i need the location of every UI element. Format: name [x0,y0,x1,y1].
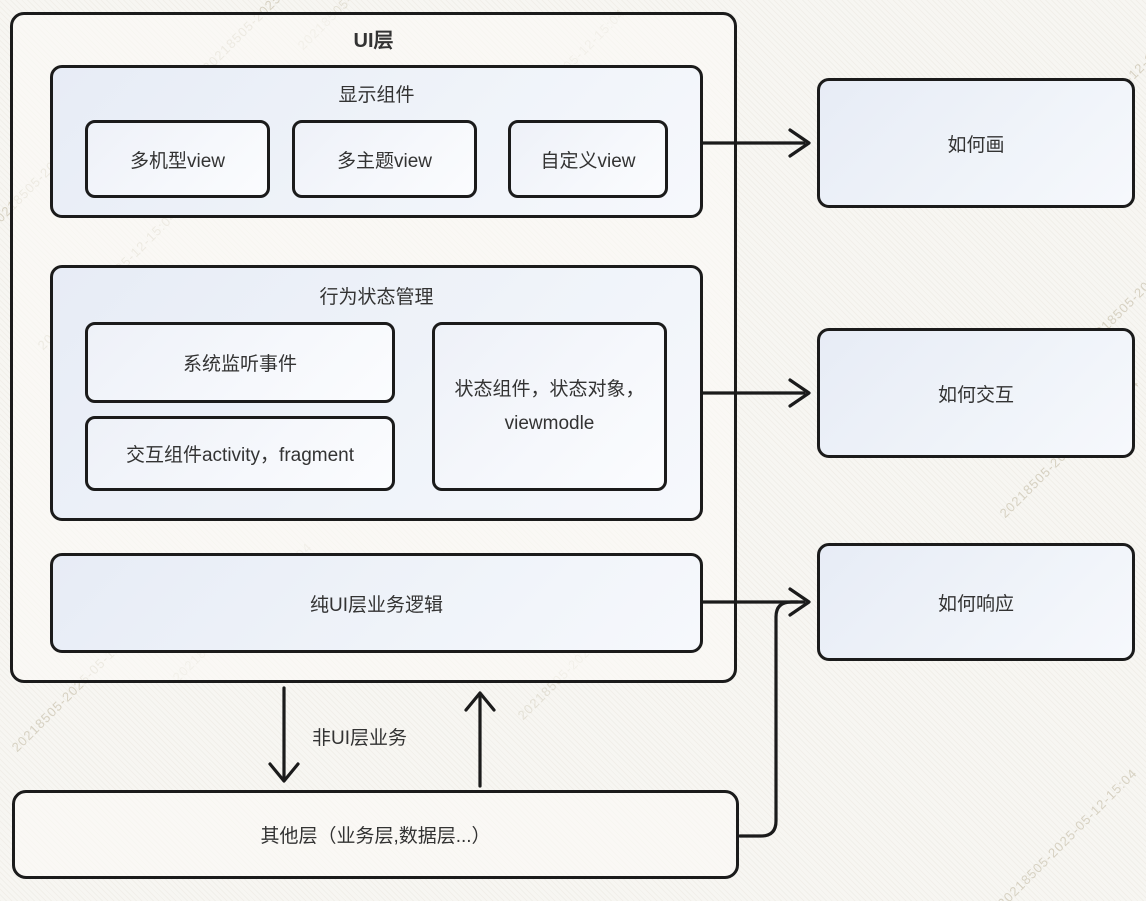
arrow-ui-to-other-layers [268,686,300,783]
how-to-interact-box: 如何交互 [817,328,1135,458]
display-components-title: 显示组件 [338,85,415,106]
multi-theme-view-box: 多主题view [292,120,477,198]
state-components-box: 状态组件，状态对象，viewmodle [432,322,667,491]
state-components-label: 状态组件，状态对象，viewmodle [454,379,645,434]
interaction-components-box: 交互组件activity，fragment [85,416,395,491]
custom-view-box: 自定义view [508,120,668,198]
arrow-other-layers-to-ui [464,691,496,788]
watermark-text: 20218505-2025-05-12-15:04 [994,765,1141,901]
multi-device-view-box: 多机型view [85,120,270,198]
non-ui-business-label: 非UI层业务 [312,728,408,749]
system-listen-events-box: 系统监听事件 [85,322,395,403]
how-to-respond-box: 如何响应 [817,543,1135,661]
behavior-state-title: 行为状态管理 [319,287,434,308]
other-layers-box: 其他层（业务层,数据层...） [12,790,739,879]
arrow-other-layers-to-respond [738,600,800,838]
pure-ui-logic-box: 纯UI层业务逻辑 [50,553,703,653]
how-to-draw-box: 如何画 [817,78,1135,208]
ui-layer-title: UI层 [353,30,394,52]
